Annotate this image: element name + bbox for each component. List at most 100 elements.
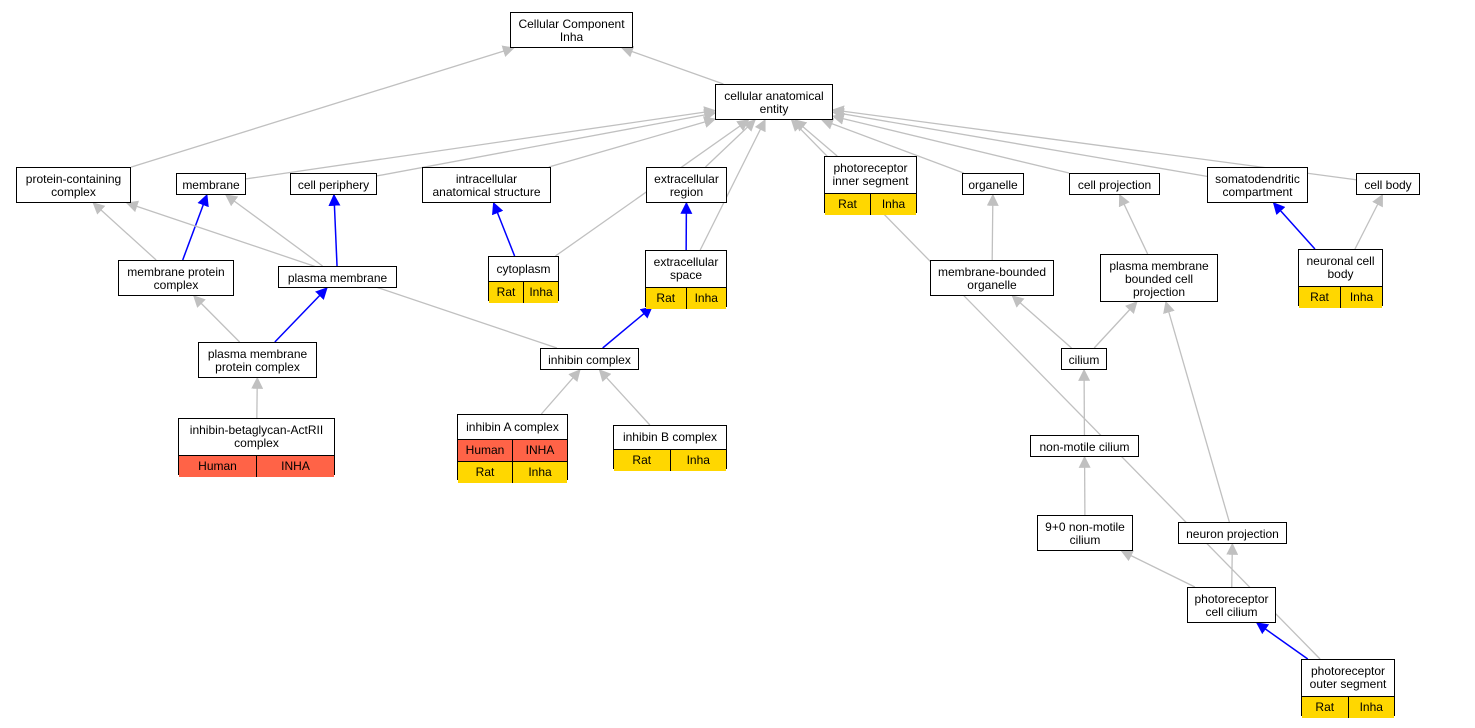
gene-cell: INHA [512, 440, 567, 461]
species-cell: Human [179, 456, 256, 477]
node-cae[interactable]: cellular anatomical entity [715, 84, 833, 120]
edge-pmpc-to-mpc [193, 295, 241, 343]
node-somato[interactable]: somatodendritic compartment [1207, 167, 1308, 203]
edge-cilium-to-mbo [1011, 295, 1072, 349]
node-label: cilium [1068, 352, 1100, 367]
node-label: inhibin B complex [622, 430, 718, 444]
node-label: plasma membrane protein complex [207, 347, 308, 374]
node-mpc[interactable]: membrane protein complex [118, 260, 234, 296]
edge-ecr-to-cae [705, 119, 756, 168]
node-organelle[interactable]: organelle [962, 173, 1024, 195]
node-label: cell periphery [297, 177, 370, 192]
node-pcc2[interactable]: photoreceptor cell cilium [1187, 587, 1276, 623]
edge-membrane-to-cae [245, 106, 717, 180]
gene-cell: Inha [870, 194, 916, 215]
node-label: extracellular space [653, 255, 719, 282]
node-nmc[interactable]: non-motile cilium [1030, 435, 1139, 457]
node-inhc[interactable]: inhibin complex [540, 348, 639, 370]
species-cell: Rat [458, 462, 512, 483]
node-pcc[interactable]: protein-containing complex [16, 167, 131, 203]
edge-pcc-to-root [130, 45, 515, 168]
node-label: plasma membrane bounded cell projection [1109, 258, 1209, 299]
node-ecr[interactable]: extracellular region [646, 167, 727, 203]
gene-cell: Inha [685, 288, 726, 309]
node-membrane[interactable]: membrane [176, 173, 246, 195]
node-cproj[interactable]: cell projection [1069, 173, 1160, 195]
edge-pm-to-periphery [328, 193, 341, 267]
edge-somato-to-cae [831, 108, 1208, 177]
edge-organelle-to-cae [820, 118, 964, 174]
gene-cell: Inha [512, 462, 567, 483]
gene-cell: Inha [669, 450, 726, 471]
node-pmpc[interactable]: plasma membrane protein complex [198, 342, 317, 378]
node-cilium[interactable]: cilium [1061, 348, 1107, 370]
edge-cproj-to-cae [831, 112, 1070, 174]
node-label: extracellular region [654, 172, 719, 199]
species-cell: Rat [1299, 287, 1340, 308]
node-label: neuronal cell body [1306, 254, 1375, 281]
node-cbody[interactable]: cell body [1356, 173, 1420, 195]
edge-nproj-to-pmbcp [1163, 300, 1230, 523]
edge-cae-to-root [620, 45, 724, 85]
edge-pis-to-cae [794, 119, 838, 157]
node-ias[interactable]: intracellular anatomical structure [422, 167, 551, 203]
node-pmbcp[interactable]: plasma membrane bounded cell projection [1100, 254, 1218, 302]
edge-periphery-to-cae [376, 109, 717, 177]
edge-mpc-to-pcc [92, 202, 157, 261]
edge-mbo-to-organelle [986, 193, 999, 261]
node-label: membrane protein complex [127, 265, 225, 292]
node-nproj[interactable]: neuron projection [1178, 522, 1287, 544]
species-cell: Rat [825, 194, 870, 215]
edge-ncb-to-somato [1272, 202, 1316, 250]
edge-ecs-to-cae [699, 118, 766, 251]
species-cell: Rat [614, 450, 670, 471]
node-label: photoreceptor inner segment [832, 161, 909, 188]
species-cell: Rat [489, 282, 523, 303]
node-label: neuron projection [1186, 526, 1279, 541]
node-label: photoreceptor cell cilium [1194, 592, 1269, 619]
gene-cell: Inha [523, 282, 558, 303]
edge-pmpc-to-pm [274, 287, 328, 343]
edge-pos-to-pcc2 [1255, 622, 1309, 660]
edge-inhB-to-inhc [598, 369, 651, 426]
node-label: protein-containing complex [25, 172, 122, 199]
node-label: Cellular Component Inha [518, 17, 625, 44]
edge-mpc-to-membrane [181, 193, 209, 261]
edge-inhA-to-inhc [540, 369, 581, 415]
edge-pmbcp-to-cproj [1118, 193, 1149, 255]
node-pm[interactable]: plasma membrane [278, 266, 397, 288]
edge-cilium-to-pmbcp [1093, 301, 1138, 349]
node-mbo[interactable]: membrane-bounded organelle [930, 260, 1054, 296]
species-cell: Rat [1302, 697, 1348, 718]
node-label: inhibin A complex [466, 419, 559, 434]
node-label: cell body [1364, 177, 1412, 192]
node-root[interactable]: Cellular Component Inha [510, 12, 633, 48]
node-label: photoreceptor outer segment [1309, 664, 1387, 691]
node-nine[interactable]: 9+0 non-motile cilium [1037, 515, 1133, 551]
edge-inhc-to-ecs [602, 306, 653, 349]
node-periphery[interactable]: cell periphery [290, 173, 377, 195]
species-cell: Human [458, 440, 512, 461]
node-label: plasma membrane [287, 270, 388, 285]
gene-cell: Inha [1340, 287, 1382, 308]
gene-cell: Inha [1347, 697, 1394, 718]
node-label: somatodendritic compartment [1215, 172, 1300, 199]
node-label: 9+0 non-motile cilium [1045, 520, 1125, 547]
edge-cyto-to-ias [492, 201, 516, 257]
node-label: organelle [968, 177, 1018, 192]
